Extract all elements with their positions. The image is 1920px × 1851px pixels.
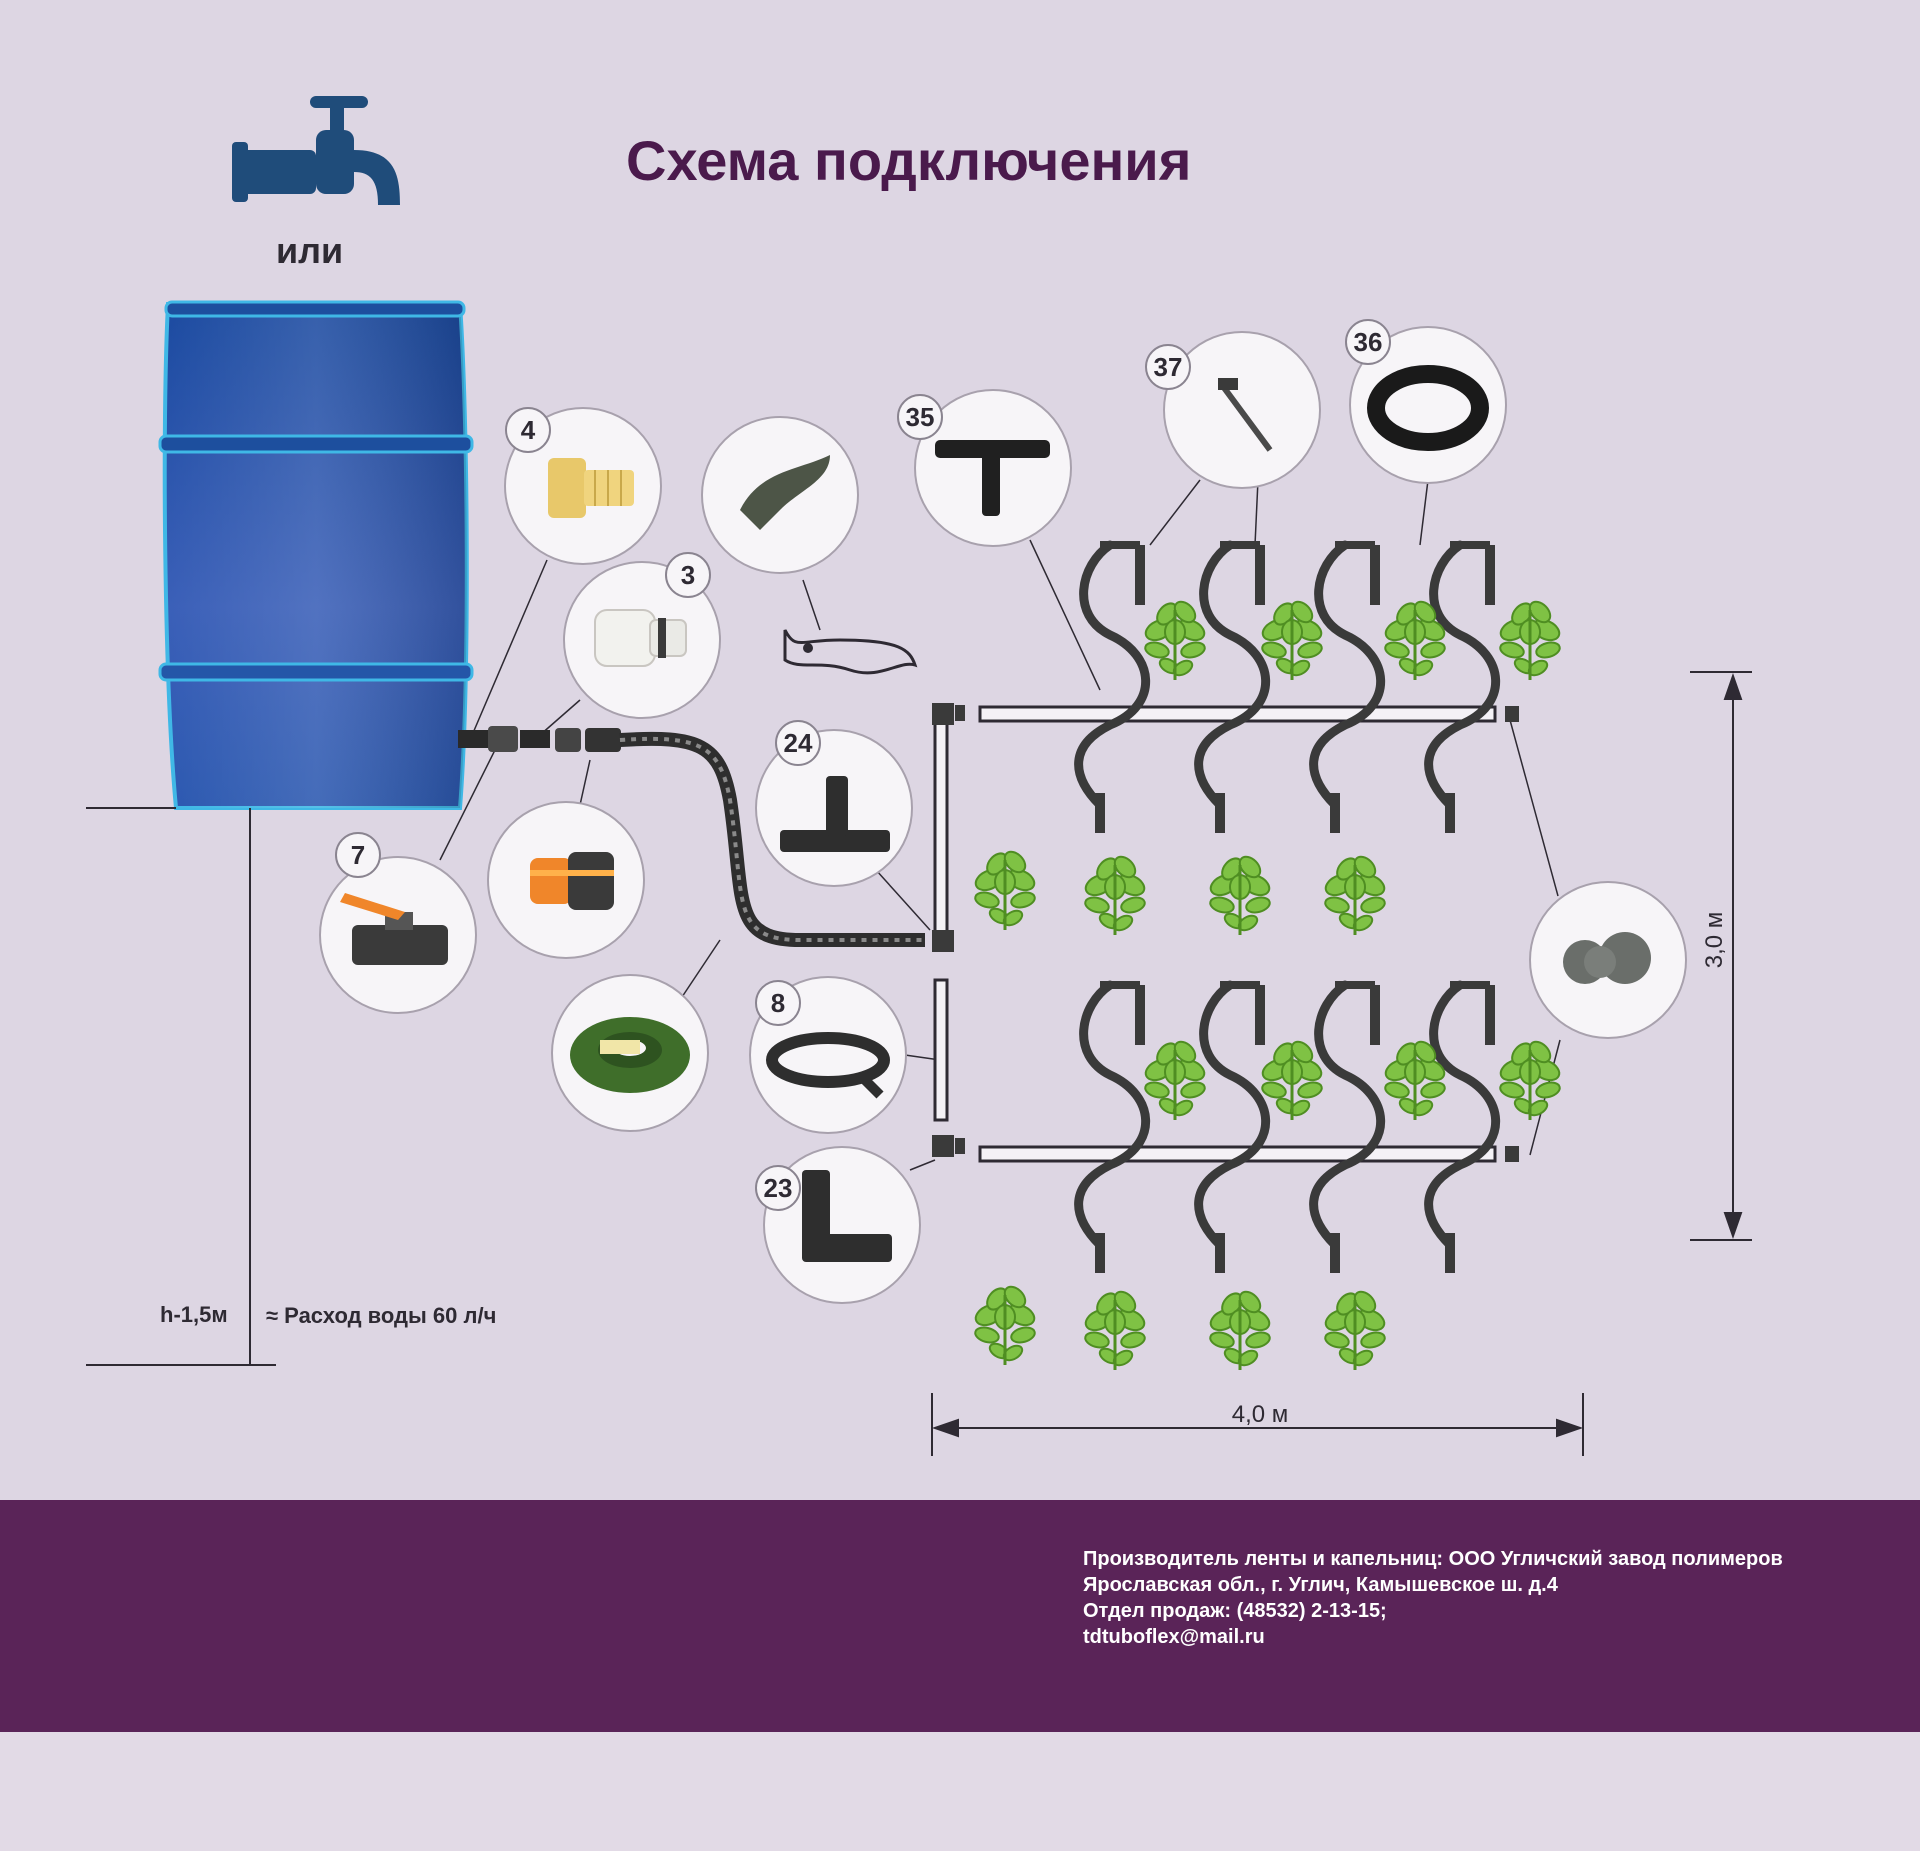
width-dimension	[931, 1393, 1584, 1456]
micro-tube-coil-icon	[1367, 365, 1489, 451]
component-24: 24	[755, 720, 913, 887]
component-3: 3	[563, 552, 721, 719]
component-37: 37	[1145, 331, 1321, 489]
width-dimension-label: 4,0 м	[1232, 1401, 1289, 1428]
component-35: 35	[897, 389, 1072, 547]
tap-adapter-icon	[548, 458, 634, 518]
component-36: 36	[1345, 319, 1507, 484]
manufacturer-info: Производитель ленты и капельниц: ООО Угл…	[1083, 1546, 1783, 1650]
drip-tubes-bottom	[1079, 985, 1496, 1273]
address-line: Ярославская обл., г. Углич, Камышевское …	[1083, 1574, 1558, 1596]
component-number-35: 35	[906, 402, 935, 432]
or-label: или	[276, 230, 344, 271]
pipe-coil-icon	[766, 1032, 890, 1099]
component-number-3: 3	[681, 560, 695, 590]
water-tap-icon	[232, 96, 400, 205]
component-number-7: 7	[351, 840, 365, 870]
component-number-37: 37	[1154, 352, 1183, 382]
depth-dimension-label: 3,0 м	[1701, 912, 1728, 969]
page-title: Схема подключения	[626, 129, 1192, 192]
elbow-connector-icon	[802, 1170, 892, 1262]
component-end-plug	[1529, 881, 1687, 1039]
sales-phone-line: Отдел продаж: (48532) 2-13-15;	[1083, 1600, 1387, 1622]
water-barrel-icon	[158, 300, 474, 810]
component-number-8: 8	[771, 988, 785, 1018]
component-coupling	[487, 801, 645, 959]
ball-valve-icon	[340, 893, 448, 965]
drip-stake-icon	[1218, 378, 1273, 452]
component-23: 23	[755, 1146, 921, 1304]
component-number-23: 23	[764, 1173, 793, 1203]
height-label: h-1,5м	[160, 1302, 228, 1327]
component-number-4: 4	[521, 415, 536, 445]
main-vertical-pipe	[932, 703, 965, 1157]
tee-connector-icon	[780, 776, 890, 852]
bottom-band	[0, 1732, 1920, 1851]
component-number-24: 24	[784, 728, 813, 758]
clip-icon	[740, 455, 830, 530]
tee-fitting-icon	[935, 440, 1050, 516]
clip-outline	[783, 629, 918, 675]
component-hose-coil	[551, 974, 709, 1132]
component-number-36: 36	[1354, 327, 1383, 357]
leader-lines	[439, 479, 1561, 1171]
component-8: 8	[749, 976, 907, 1134]
height-dimension	[86, 807, 276, 1366]
email-line: tdtuboflex@mail.ru	[1083, 1626, 1265, 1648]
depth-dimension	[1690, 671, 1752, 1241]
drip-tubes-top	[1079, 545, 1496, 833]
flow-rate-label: ≈ Расход воды 60 л/ч	[266, 1303, 497, 1328]
manufacturer-line: Производитель ленты и капельниц: ООО Угл…	[1083, 1548, 1783, 1570]
component-clip	[701, 416, 859, 574]
end-plug-icon	[1563, 932, 1651, 984]
hose-coupling-icon	[530, 852, 614, 910]
component-4: 4	[504, 407, 662, 565]
component-7: 7	[319, 832, 477, 1014]
footer-band	[0, 1500, 1920, 1732]
hose-coil-icon	[570, 1017, 690, 1093]
filter-icon	[594, 609, 687, 667]
barrel-outlet-chain	[458, 726, 621, 752]
